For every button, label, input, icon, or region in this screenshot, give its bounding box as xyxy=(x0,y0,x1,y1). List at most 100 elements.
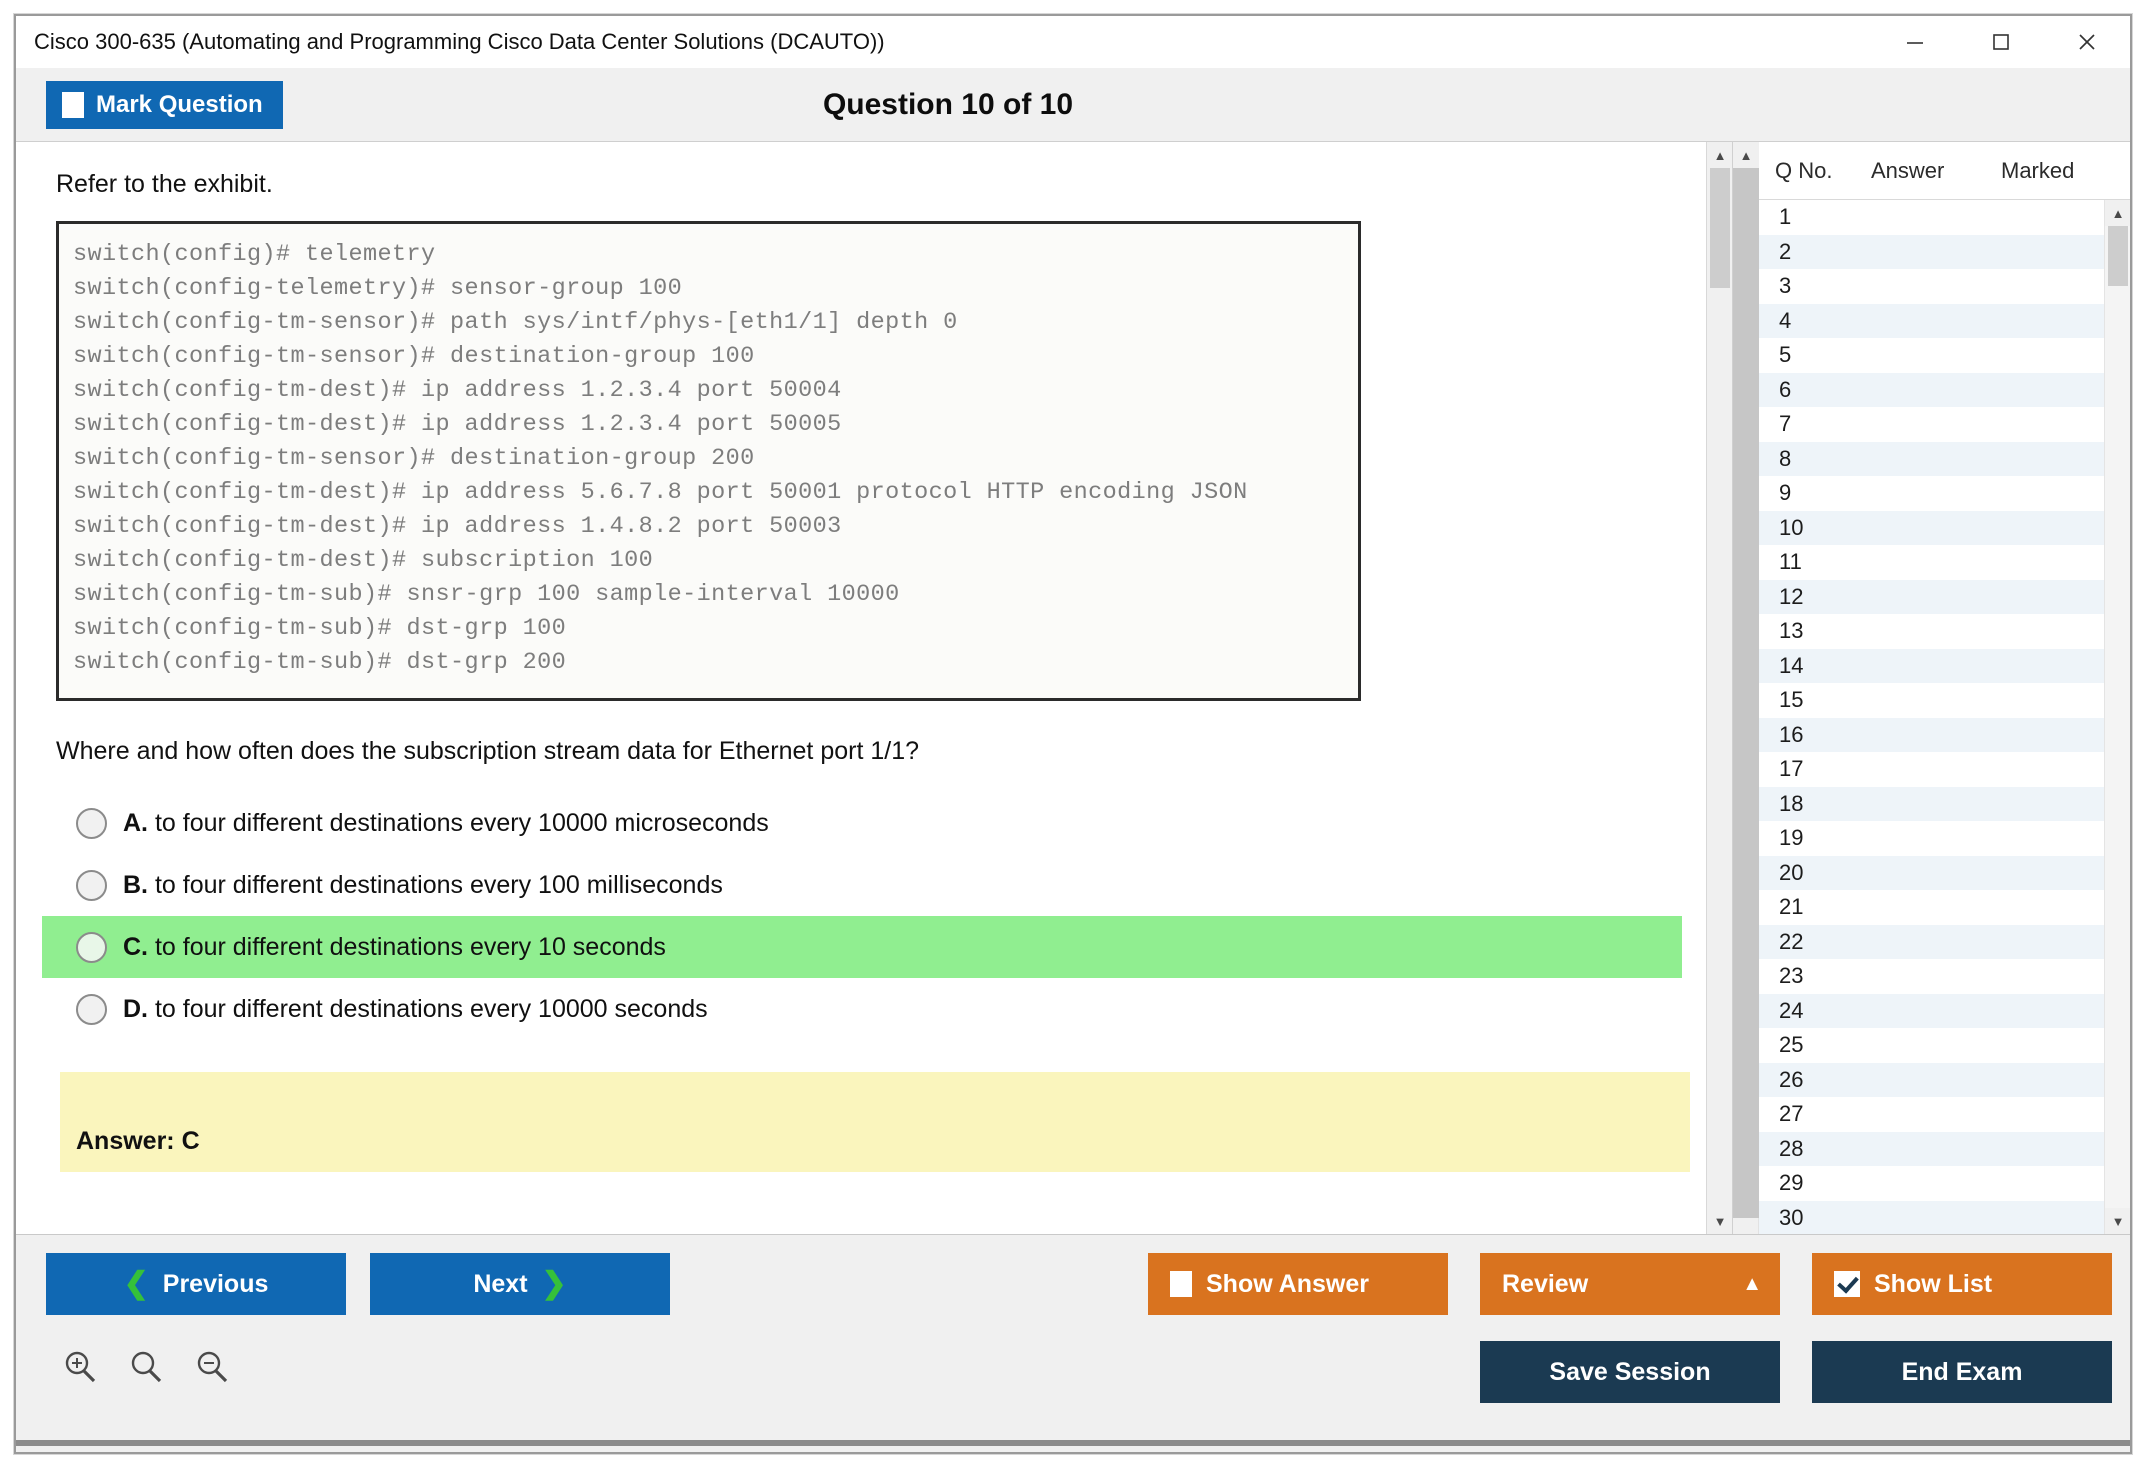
question-list-row[interactable]: 4 xyxy=(1759,303,2104,338)
question-list-row[interactable]: 25 xyxy=(1759,1028,2104,1063)
zoom-in-icon[interactable] xyxy=(60,1347,100,1392)
question-counter: Question 10 of 10 xyxy=(822,87,1074,121)
show-list-checkbox-icon[interactable] xyxy=(1834,1271,1860,1297)
question-list-row[interactable]: 14 xyxy=(1759,648,2104,683)
question-number: 5 xyxy=(1779,342,1792,368)
question-list-row[interactable]: 16 xyxy=(1759,717,2104,752)
question-list-row[interactable]: 13 xyxy=(1759,614,2104,649)
exam-body: Refer to the exhibit. switch(config)# te… xyxy=(16,142,2130,1234)
question-number: 26 xyxy=(1779,1066,1804,1092)
radio-button-d[interactable] xyxy=(76,993,107,1025)
show-answer-checkbox-icon[interactable] xyxy=(1170,1271,1192,1297)
question-list-row[interactable]: 9 xyxy=(1759,476,2104,511)
answer-option-b[interactable]: B. to four different destinations every … xyxy=(42,854,1682,916)
question-pane-scrollbar[interactable]: ▲ ▼ xyxy=(1706,142,1732,1234)
radio-button-a[interactable] xyxy=(76,807,107,839)
question-number: 15 xyxy=(1779,687,1804,713)
question-list-row[interactable]: 28 xyxy=(1759,1131,2104,1166)
question-list-scrollbar[interactable]: ▲ ▼ xyxy=(2104,200,2130,1234)
question-number: 7 xyxy=(1779,411,1792,437)
question-list-row[interactable]: 11 xyxy=(1759,545,2104,580)
scroll-up-icon[interactable]: ▲ xyxy=(1707,142,1732,168)
next-button[interactable]: Next ❯ xyxy=(370,1253,670,1315)
question-list-row[interactable]: 8 xyxy=(1759,441,2104,476)
mark-question-checkbox-icon[interactable] xyxy=(62,91,84,118)
answer-option-a[interactable]: A. to four different destinations every … xyxy=(42,792,1682,854)
previous-button[interactable]: ❮ Previous xyxy=(46,1253,346,1315)
show-answer-label: Show Answer xyxy=(1206,1269,1369,1298)
question-list-row[interactable]: 18 xyxy=(1759,786,2104,821)
question-list-row[interactable]: 5 xyxy=(1759,338,2104,373)
column-header-qno: Q No. xyxy=(1775,157,1833,183)
question-list-row[interactable]: 12 xyxy=(1759,579,2104,614)
question-number: 30 xyxy=(1779,1204,1804,1230)
question-number: 24 xyxy=(1779,997,1804,1023)
review-label: Review xyxy=(1502,1269,1589,1298)
minimize-icon[interactable] xyxy=(1872,16,1958,68)
question-list-row[interactable]: 21 xyxy=(1759,890,2104,925)
end-exam-button[interactable]: End Exam xyxy=(1812,1341,2112,1403)
question-number: 29 xyxy=(1779,1170,1804,1196)
question-list-row[interactable]: 22 xyxy=(1759,924,2104,959)
question-list-row[interactable]: 19 xyxy=(1759,821,2104,856)
list-outer-scrollbar-thumb[interactable] xyxy=(1733,168,1759,1218)
question-list-row[interactable]: 6 xyxy=(1759,372,2104,407)
maximize-icon[interactable] xyxy=(1958,16,2044,68)
question-stem: Where and how often does the subscriptio… xyxy=(56,737,920,765)
question-number: 21 xyxy=(1779,894,1804,920)
question-number: 11 xyxy=(1779,549,1802,575)
question-list-row[interactable]: 20 xyxy=(1759,855,2104,890)
question-list-row[interactable]: 7 xyxy=(1759,407,2104,442)
question-list-row[interactable]: 1 xyxy=(1759,200,2104,235)
column-header-answer: Answer xyxy=(1871,157,1945,183)
question-number: 22 xyxy=(1779,928,1804,954)
zoom-reset-icon[interactable] xyxy=(126,1347,166,1392)
question-list-row[interactable]: 29 xyxy=(1759,1166,2104,1201)
zoom-out-icon[interactable] xyxy=(192,1347,232,1392)
answer-option-c-label: C. to four different destinations every … xyxy=(123,932,666,961)
show-list-button[interactable]: Show List xyxy=(1812,1253,2112,1315)
question-list-row[interactable]: 2 xyxy=(1759,234,2104,269)
question-list-row[interactable]: 26 xyxy=(1759,1062,2104,1097)
question-number: 20 xyxy=(1779,859,1804,885)
radio-button-b[interactable] xyxy=(76,869,107,901)
show-answer-button[interactable]: Show Answer xyxy=(1148,1253,1448,1315)
question-number: 28 xyxy=(1779,1135,1804,1161)
scroll-down-icon[interactable]: ▼ xyxy=(1707,1208,1732,1234)
question-number: 9 xyxy=(1779,480,1792,506)
list-scroll-up-icon[interactable]: ▲ xyxy=(1733,142,1759,168)
list-rows-scroll-up-icon[interactable]: ▲ xyxy=(2105,200,2130,226)
question-number: 10 xyxy=(1779,514,1804,540)
question-list-row[interactable]: 27 xyxy=(1759,1097,2104,1132)
window-title: Cisco 300-635 (Automating and Programmin… xyxy=(34,28,885,54)
scrollbar-thumb[interactable] xyxy=(1710,168,1730,288)
question-list-row[interactable]: 17 xyxy=(1759,752,2104,787)
question-pane: Refer to the exhibit. switch(config)# te… xyxy=(16,142,1732,1234)
question-number: 2 xyxy=(1779,238,1792,264)
answer-option-c[interactable]: C. to four different destinations every … xyxy=(42,916,1682,978)
radio-button-c[interactable] xyxy=(76,931,107,963)
answer-option-d[interactable]: D. to four different destinations every … xyxy=(42,978,1682,1040)
close-icon[interactable] xyxy=(2044,16,2130,68)
question-list-row[interactable]: 30 xyxy=(1759,1200,2104,1234)
question-list-row[interactable]: 3 xyxy=(1759,269,2104,304)
question-list-row[interactable]: 15 xyxy=(1759,683,2104,718)
exhibit-code-block: switch(config)# telemetry switch(config-… xyxy=(56,221,1361,701)
question-list-row[interactable]: 24 xyxy=(1759,993,2104,1028)
save-session-button[interactable]: Save Session xyxy=(1480,1341,1780,1403)
list-pane-outer-scrollbar[interactable]: ▲ xyxy=(1733,142,1759,1234)
next-button-label: Next xyxy=(473,1269,528,1298)
answer-options-list: A. to four different destinations every … xyxy=(38,792,1702,1040)
column-header-marked: Marked xyxy=(2001,157,2075,183)
question-number: 8 xyxy=(1779,445,1792,471)
question-list-row[interactable]: 23 xyxy=(1759,959,2104,994)
mark-question-button[interactable]: Mark Question xyxy=(46,80,283,129)
question-list-scrollbar-thumb[interactable] xyxy=(2108,226,2128,286)
list-rows-scroll-down-icon[interactable]: ▼ xyxy=(2105,1208,2130,1234)
question-number: 4 xyxy=(1779,307,1792,333)
review-button[interactable]: Review ▲ xyxy=(1480,1253,1780,1315)
question-list-row[interactable]: 10 xyxy=(1759,510,2104,545)
